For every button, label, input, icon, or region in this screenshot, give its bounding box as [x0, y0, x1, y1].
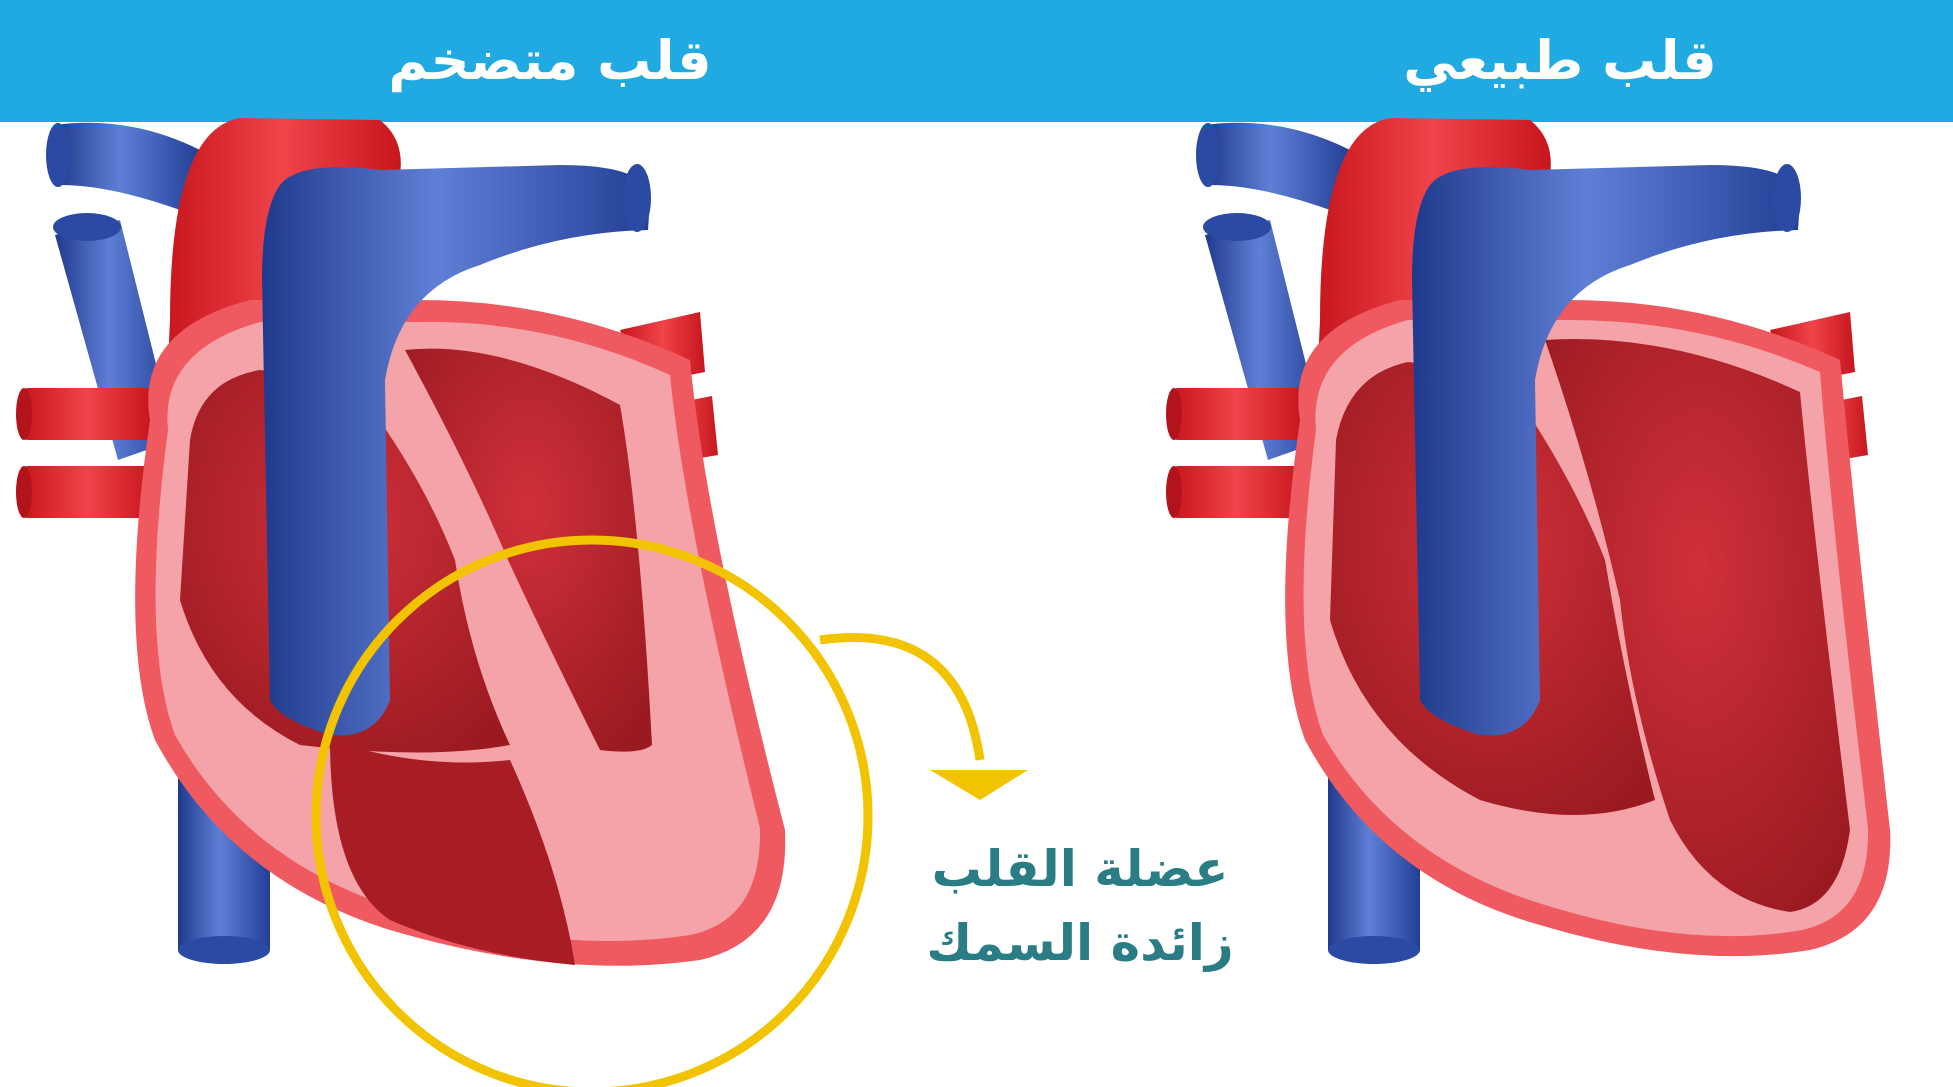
superior-vena-cava-opening [53, 213, 121, 241]
callout-arrow-head [930, 770, 1028, 800]
pulmonary-artery-left-lower [22, 466, 152, 518]
pulmonary-artery-opening [623, 164, 651, 232]
pulmonary-artery-left-lower [1172, 466, 1302, 518]
vessel-opening [16, 466, 32, 518]
inferior-vena-cava-opening [1328, 936, 1420, 964]
callout-line-1: عضلة القلب [900, 832, 1260, 906]
thickened-muscle-label: عضلة القلب زائدة السمك [900, 832, 1260, 980]
pulmonary-artery-left-upper [22, 388, 152, 440]
pulmonary-vein-left [1205, 123, 1350, 210]
pulmonary-artery-opening [1773, 164, 1801, 232]
vessel-opening [1166, 466, 1182, 518]
vessel-opening [1166, 388, 1182, 440]
pulmonary-vein-left-opening [1196, 123, 1220, 187]
superior-vena-cava-opening [1203, 213, 1271, 241]
normal-heart [1166, 118, 1890, 964]
pulmonary-artery-left-upper [1172, 388, 1302, 440]
pulmonary-vein-left-opening [46, 123, 70, 187]
vessel-opening [16, 388, 32, 440]
callout-line-2: زائدة السمك [900, 906, 1260, 980]
enlarged-heart [16, 118, 1028, 1087]
inferior-vena-cava-opening [178, 936, 270, 964]
pulmonary-vein-left [55, 123, 200, 210]
